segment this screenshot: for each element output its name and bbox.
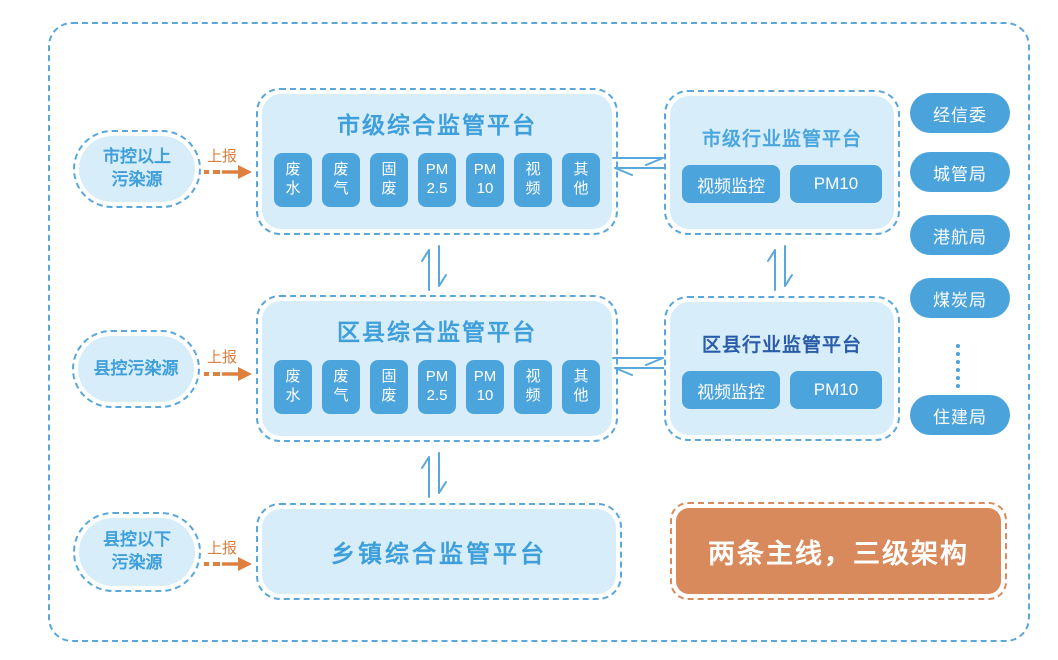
module-wastewater: 废水 xyxy=(274,360,312,414)
module-solidwaste: 固废 xyxy=(370,153,408,207)
industry-module-row: 视频监控 PM10 xyxy=(670,165,894,203)
module-video-surveillance: 视频监控 xyxy=(682,165,780,203)
report-label: 上报 xyxy=(207,349,238,366)
industry-box-city: 市级行业监管平台 视频监控 PM10 xyxy=(664,90,900,235)
platform-title-township: 乡镇综合监管平台 xyxy=(331,541,547,568)
source-label-line2: 污染源 xyxy=(111,170,163,189)
source-label-line1: 县控污染源 xyxy=(93,358,179,378)
industry-title-city: 市级行业监管平台 xyxy=(701,129,862,150)
module-wastegas: 废气 xyxy=(322,360,360,414)
source-pill-county-controlled: 县控污染源 xyxy=(72,330,200,408)
module-other: 其他 xyxy=(562,360,600,414)
source-label-line2: 污染源 xyxy=(111,553,163,572)
module-pm10: PM10 xyxy=(790,371,882,409)
source-label-line1: 市控以上 xyxy=(103,147,171,167)
module-video-surveillance: 视频监控 xyxy=(682,371,780,409)
module-wastewater: 废水 xyxy=(274,153,312,207)
vertical-ellipsis-icon xyxy=(956,344,960,392)
leftright-arrow-icon xyxy=(612,157,666,176)
source-pill-city-controlled: 市控以上 污染源 xyxy=(73,130,201,208)
module-other: 其他 xyxy=(562,153,600,207)
report-arrow-icon xyxy=(204,367,252,381)
leftright-arrow-icon xyxy=(612,357,666,376)
industry-module-row: 视频监控 PM10 xyxy=(670,371,894,409)
industry-box-district: 区县行业监管平台 视频监控 PM10 xyxy=(664,296,900,441)
report-label: 上报 xyxy=(207,148,238,165)
agency-pill-port: 港航局 xyxy=(910,215,1010,255)
agency-pill-housing: 住建局 xyxy=(910,395,1010,435)
platform-title-district: 区县综合监管平台 xyxy=(337,319,537,345)
slogan-text: 两条主线，三级架构 xyxy=(708,538,969,569)
industry-title-district: 区县行业监管平台 xyxy=(701,335,862,356)
slogan-box: 两条主线，三级架构 xyxy=(670,502,1007,600)
outer-dashed-frame xyxy=(48,22,1030,642)
module-pm10: PM10 xyxy=(790,165,882,203)
report-arrow-icon xyxy=(204,165,252,179)
source-pill-below-county: 县控以下 污染源 xyxy=(73,512,201,592)
updown-arrow-icon xyxy=(421,245,447,291)
module-video: 视频 xyxy=(514,153,552,207)
agency-pill-coal: 煤炭局 xyxy=(910,278,1010,318)
agency-pill-urban: 城管局 xyxy=(910,152,1010,192)
source-label-line1: 县控以下 xyxy=(103,530,171,550)
report-label: 上报 xyxy=(207,540,238,557)
module-wastegas: 废气 xyxy=(322,153,360,207)
agency-pill-economy: 经信委 xyxy=(910,93,1010,133)
updown-arrow-icon xyxy=(421,452,447,498)
platform-title-city: 市级综合监管平台 xyxy=(337,112,537,138)
platform-box-township: 乡镇综合监管平台 xyxy=(256,503,622,600)
updown-arrow-icon xyxy=(767,245,793,291)
module-video: 视频 xyxy=(514,360,552,414)
module-solidwaste: 固废 xyxy=(370,360,408,414)
report-arrow-icon xyxy=(204,557,252,571)
